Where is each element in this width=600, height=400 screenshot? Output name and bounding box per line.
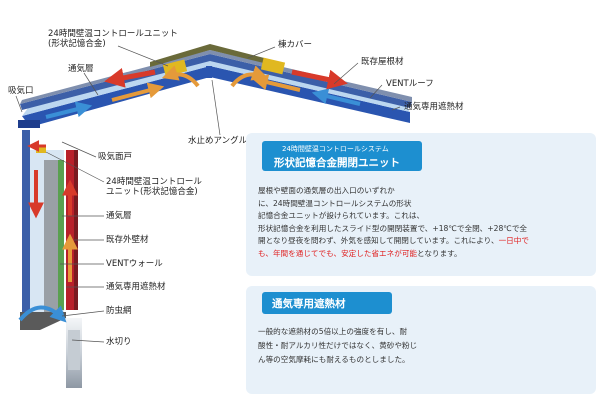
label-existing-roof: 既存屋根材 (361, 57, 404, 67)
wall-air-arrows (18, 140, 78, 323)
leader-existing-roof (333, 62, 359, 85)
panel1-line-5: 開となり昼夜を問わず、外気を感知して開閉しています。これにより、一日中で (258, 235, 588, 248)
label-vent-wall: VENTウォール (106, 259, 163, 269)
label-intake-face: 吸気面戸 (98, 152, 133, 162)
leader-wall-unit (45, 151, 105, 183)
label-existing-wall: 既存外壁材 (106, 235, 149, 245)
leader-insect-net (61, 310, 105, 317)
panel1-line-4: 形状記憶合金を利用したスライド型の開閉装置で、+18℃で全閉、+28℃で全 (258, 223, 528, 233)
wall-unit-yellow (36, 145, 46, 153)
arrow-intake-blue (45, 101, 93, 119)
label-ridge-cover: 棟カバー (278, 40, 313, 50)
panel1-line-6: も、年間を通じてでも、安定した省エネが可能となります。 (258, 248, 588, 261)
panel2-line-3: ん等の空気摩耗にも耐えるものとしました。 (258, 355, 410, 364)
wall-existing-blue (22, 130, 30, 315)
panel1-body: 屋根や壁面の通気層の出入口のいずれか に、24時間壁温コントロールシステムの形状… (258, 185, 588, 261)
leader-air-layer-roof (83, 72, 99, 96)
panel1-line-1: 屋根や壁面の通気層の出入口のいずれか (258, 186, 395, 195)
leader-drip (71, 339, 105, 343)
wall-green-layer (58, 160, 64, 310)
panel2-line-1: 一般的な遮熱材の5倍以上の強度を有し、耐 (258, 327, 408, 336)
panel2-title: 通気専用遮熱材 (272, 298, 346, 310)
label-control-unit: 24時間壁温コントロールユニット (形状記憶合金) (48, 29, 178, 49)
leader-intake (15, 95, 23, 113)
leader-vent-roof (369, 84, 383, 99)
label-insect-net: 防虫網 (106, 306, 132, 316)
label-roof-insulation: 通気専用遮熱材 (404, 102, 464, 112)
leader-control-unit (117, 45, 169, 67)
label-drip: 水切り (106, 337, 132, 347)
arrow-roof-warm-2 (311, 88, 361, 106)
leader-ridge (247, 46, 276, 59)
panel2-body: 一般的な遮熱材の5倍以上の強度を有し、耐 酸性・耐アルカリ性だけではなく、黄砂や… (258, 325, 438, 367)
eave-board (18, 120, 40, 128)
arrow-roof-warm-1 (111, 82, 165, 102)
wall-red-layer (66, 150, 74, 310)
panel1-line-5-text: 開となり昼夜を問わず、外気を感知して開閉しています。これにより、 (258, 236, 499, 246)
panel1-subtitle: 24時間壁温コントロールシステム (282, 145, 389, 153)
leader-roof-insulation (391, 106, 401, 111)
label-intake: 吸気口 (8, 86, 34, 96)
leader-lines (15, 45, 401, 343)
label-air-layer-roof: 通気層 (68, 64, 94, 74)
roof-air-arrows (45, 65, 361, 119)
wall-assembly (20, 130, 82, 388)
panel1-line-2: に、24時間壁温コントロールシステムの形状 (258, 198, 412, 208)
arrow-roof-warm-3 (251, 74, 301, 92)
panel1-line-3: 記憶合金ユニットが設けられています。これは、 (258, 211, 425, 221)
panel2-line-2: 酸性・耐アルカリ性だけではなく、黄砂や粉じ (258, 341, 418, 350)
panel1-line-6-highlight: も、年間を通じてでも、安定した省エネが可能 (258, 248, 418, 258)
panel1-title: 形状記憶合金開閉ユニット (274, 157, 400, 169)
wall-inner-board (44, 160, 58, 320)
label-wall-unit: 24時間壁温コントロール ユニット(形状記憶合金) (106, 177, 202, 197)
roof-assembly (18, 44, 412, 128)
panel1-line-5-highlight: 一日中で (498, 236, 529, 246)
panel2-title-bar (262, 292, 392, 314)
arrow-curl-right (230, 65, 269, 88)
arrow-out-right (291, 69, 348, 90)
panel1-line-6-text: となります。 (417, 248, 462, 258)
leader-intake-face (61, 141, 97, 158)
arrow-curl-left (161, 65, 200, 88)
leader-water-stop (211, 79, 221, 136)
label-air-layer-wall: 通気層 (106, 211, 132, 221)
label-water-stop: 水止めアングル (188, 136, 248, 146)
arrow-wall-intake-curl (18, 305, 67, 323)
label-wall-insulation: 通気専用遮熱材 (106, 282, 166, 292)
panel1-title-bar (262, 141, 422, 171)
label-vent-roof: VENTルーフ (386, 79, 434, 89)
wall-back (74, 150, 78, 310)
arrow-out-left (104, 67, 156, 88)
